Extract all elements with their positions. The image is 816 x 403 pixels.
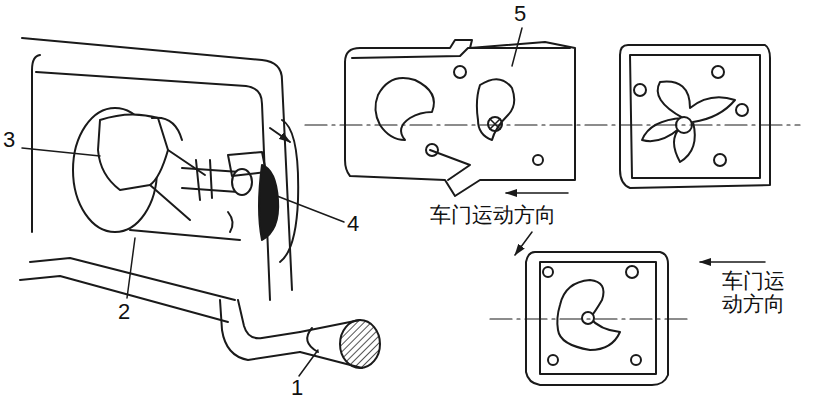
direction-label: 车门运动方向 — [430, 204, 556, 227]
callout-number: 2 — [118, 300, 130, 324]
callout-number: 1 — [291, 376, 303, 400]
callout-number: 3 — [3, 128, 15, 152]
direction-label: 车门运 动方向 — [722, 270, 791, 316]
callout-number: 5 — [514, 2, 526, 26]
callout-number: 4 — [347, 212, 359, 236]
